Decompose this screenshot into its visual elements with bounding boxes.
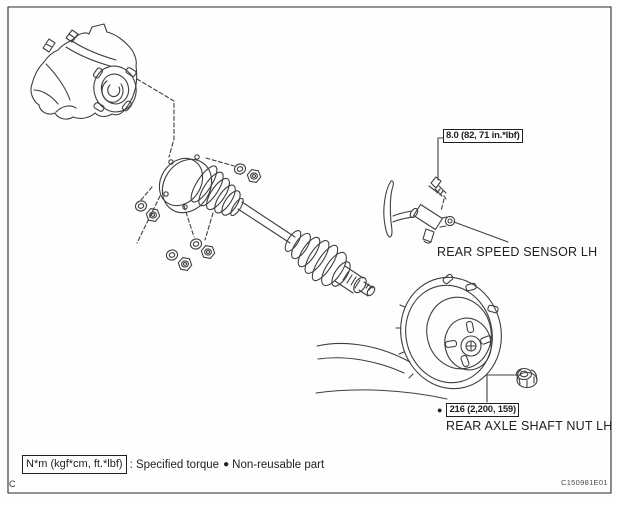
legend-bullet-icon: ●: [223, 458, 230, 470]
sensor-torque-callout: 8.0 (82, 71 in.*lbf): [443, 129, 523, 143]
non-reusable-label: Non-reusable part: [232, 458, 325, 471]
axle-nut-icon: [515, 367, 538, 389]
legend: N*m (kgf*cm, ft.*lbf) : Specified torque…: [22, 455, 324, 474]
figure-code: C150981E01: [561, 478, 608, 487]
axle-torque-callout: 216 (2,200, 159): [446, 403, 519, 417]
leader-lines: [437, 137, 518, 403]
non-reusable-bullet-icon: ●: [437, 405, 443, 415]
hub-illustration: [315, 272, 502, 400]
corner-mark: C: [9, 479, 16, 489]
axle-torque-callout-row: ● 216 (2,200, 159): [437, 403, 519, 417]
axle-nut-label: REAR AXLE SHAFT NUT LH: [446, 419, 613, 433]
axle-shaft-illustration: [158, 154, 376, 297]
sensor-label: REAR SPEED SENSOR LH: [437, 245, 598, 259]
specified-torque-label: : Specified torque: [129, 458, 220, 471]
figure-border: [7, 6, 612, 494]
speed-sensor-illustration: [383, 180, 456, 244]
torque-unit-box: N*m (kgf*cm, ft.*lbf): [22, 455, 127, 474]
differential-illustration: [30, 23, 138, 120]
bolt-icon: [428, 176, 447, 200]
